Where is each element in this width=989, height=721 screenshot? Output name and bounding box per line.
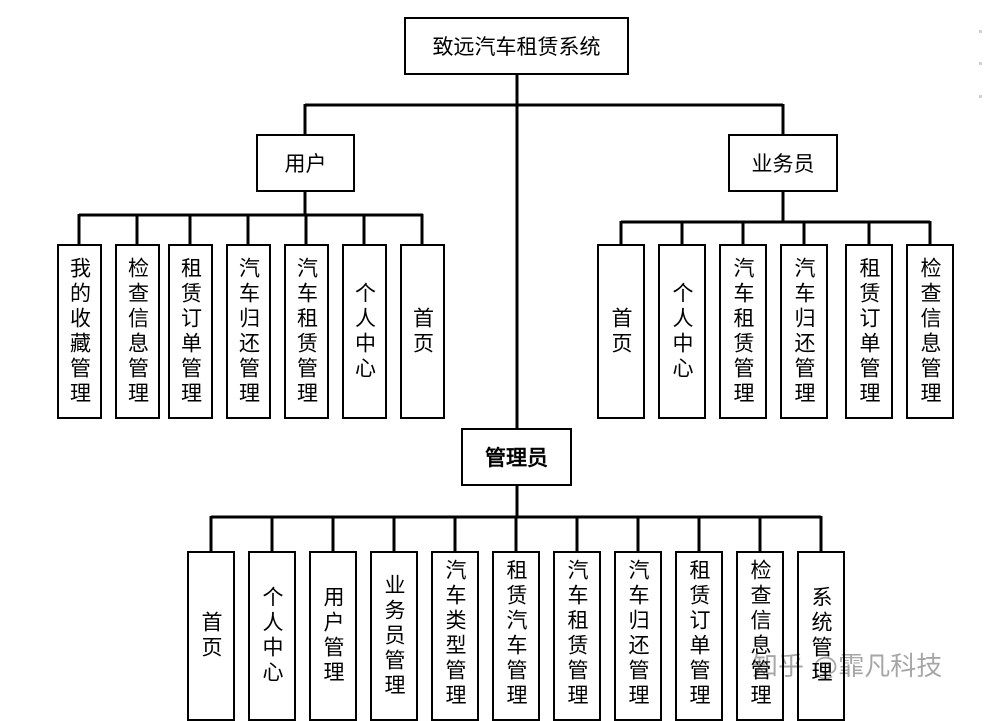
staff-item-home: 首页 xyxy=(597,244,645,419)
user-item-car-return: 汽车归还管理 xyxy=(226,244,271,419)
user-label: 用户 xyxy=(284,152,327,176)
staff-item-car-rental: 汽车租赁管理 xyxy=(719,244,767,419)
admin-item-home: 首页 xyxy=(187,551,235,721)
edge-artifact xyxy=(979,95,982,98)
staff-item-label: 首页 xyxy=(609,306,633,357)
user-item-rental-orders: 租赁订单管理 xyxy=(168,244,213,419)
user-node: 用户 xyxy=(256,134,355,192)
staff-node: 业务员 xyxy=(728,134,838,192)
admin-item-label: 租赁订单管理 xyxy=(687,559,711,709)
admin-item-label: 汽车类型管理 xyxy=(443,559,467,709)
user-item-inspection: 检查信息管理 xyxy=(115,244,160,419)
admin-item-rental-orders-mgmt: 租赁订单管理 xyxy=(675,551,723,721)
user-item-profile: 个人中心 xyxy=(342,244,387,419)
admin-label: 管理员 xyxy=(485,446,548,470)
admin-item-label: 首页 xyxy=(199,611,223,661)
admin-item-label: 汽车归还管理 xyxy=(626,559,650,709)
staff-item-profile: 个人中心 xyxy=(658,244,706,419)
staff-item-inspection: 检查信息管理 xyxy=(906,244,954,419)
admin-item-rental-car-mgmt: 租赁汽车管理 xyxy=(492,551,540,721)
edge-artifact xyxy=(979,62,982,65)
user-item-label: 个人中心 xyxy=(352,281,377,382)
admin-item-staff-mgmt: 业务员管理 xyxy=(370,551,418,721)
user-item-favorites: 我的收藏管理 xyxy=(57,244,102,419)
admin-item-user-mgmt: 用户管理 xyxy=(309,551,357,721)
admin-item-label: 个人中心 xyxy=(260,586,284,686)
admin-item-system-mgmt: 系统管理 xyxy=(797,551,845,721)
user-item-label: 检查信息管理 xyxy=(125,256,150,407)
admin-item-label: 检查信息管理 xyxy=(748,559,772,709)
user-item-label: 我的收藏管理 xyxy=(67,256,92,407)
admin-item-profile: 个人中心 xyxy=(248,551,296,721)
admin-item-car-type-mgmt: 汽车类型管理 xyxy=(431,551,479,721)
staff-item-rental-orders: 租赁订单管理 xyxy=(845,244,893,419)
root-label: 致远汽车租赁系统 xyxy=(432,35,601,59)
staff-item-label: 个人中心 xyxy=(670,281,694,382)
user-item-home: 首页 xyxy=(400,244,445,419)
admin-item-car-return-mgmt: 汽车归还管理 xyxy=(614,551,662,721)
user-item-label: 首页 xyxy=(410,306,435,357)
admin-item-label: 系统管理 xyxy=(809,586,833,686)
staff-item-label: 汽车归还管理 xyxy=(792,256,816,407)
admin-item-label: 租赁汽车管理 xyxy=(504,559,528,709)
staff-item-label: 租赁订单管理 xyxy=(857,256,881,407)
user-item-label: 汽车租赁管理 xyxy=(294,256,319,407)
admin-item-label: 业务员管理 xyxy=(382,573,406,699)
admin-node: 管理员 xyxy=(461,428,572,486)
staff-label: 业务员 xyxy=(751,152,815,176)
staff-item-car-return: 汽车归还管理 xyxy=(780,244,828,419)
user-item-label: 租赁订单管理 xyxy=(178,256,203,407)
user-item-car-rental: 汽车租赁管理 xyxy=(284,244,329,419)
staff-item-label: 汽车租赁管理 xyxy=(731,256,755,407)
admin-item-label: 用户管理 xyxy=(321,586,345,686)
root-node: 致远汽车租赁系统 xyxy=(404,17,629,75)
admin-item-label: 汽车租赁管理 xyxy=(565,559,589,709)
staff-item-label: 检查信息管理 xyxy=(918,256,942,407)
edge-artifact xyxy=(979,30,982,33)
watermark: 知乎 @霏凡科技 xyxy=(752,652,943,682)
admin-item-car-rental-mgmt: 汽车租赁管理 xyxy=(553,551,601,721)
admin-item-inspection-mgmt: 检查信息管理 xyxy=(736,551,784,721)
user-item-label: 汽车归还管理 xyxy=(236,256,261,407)
